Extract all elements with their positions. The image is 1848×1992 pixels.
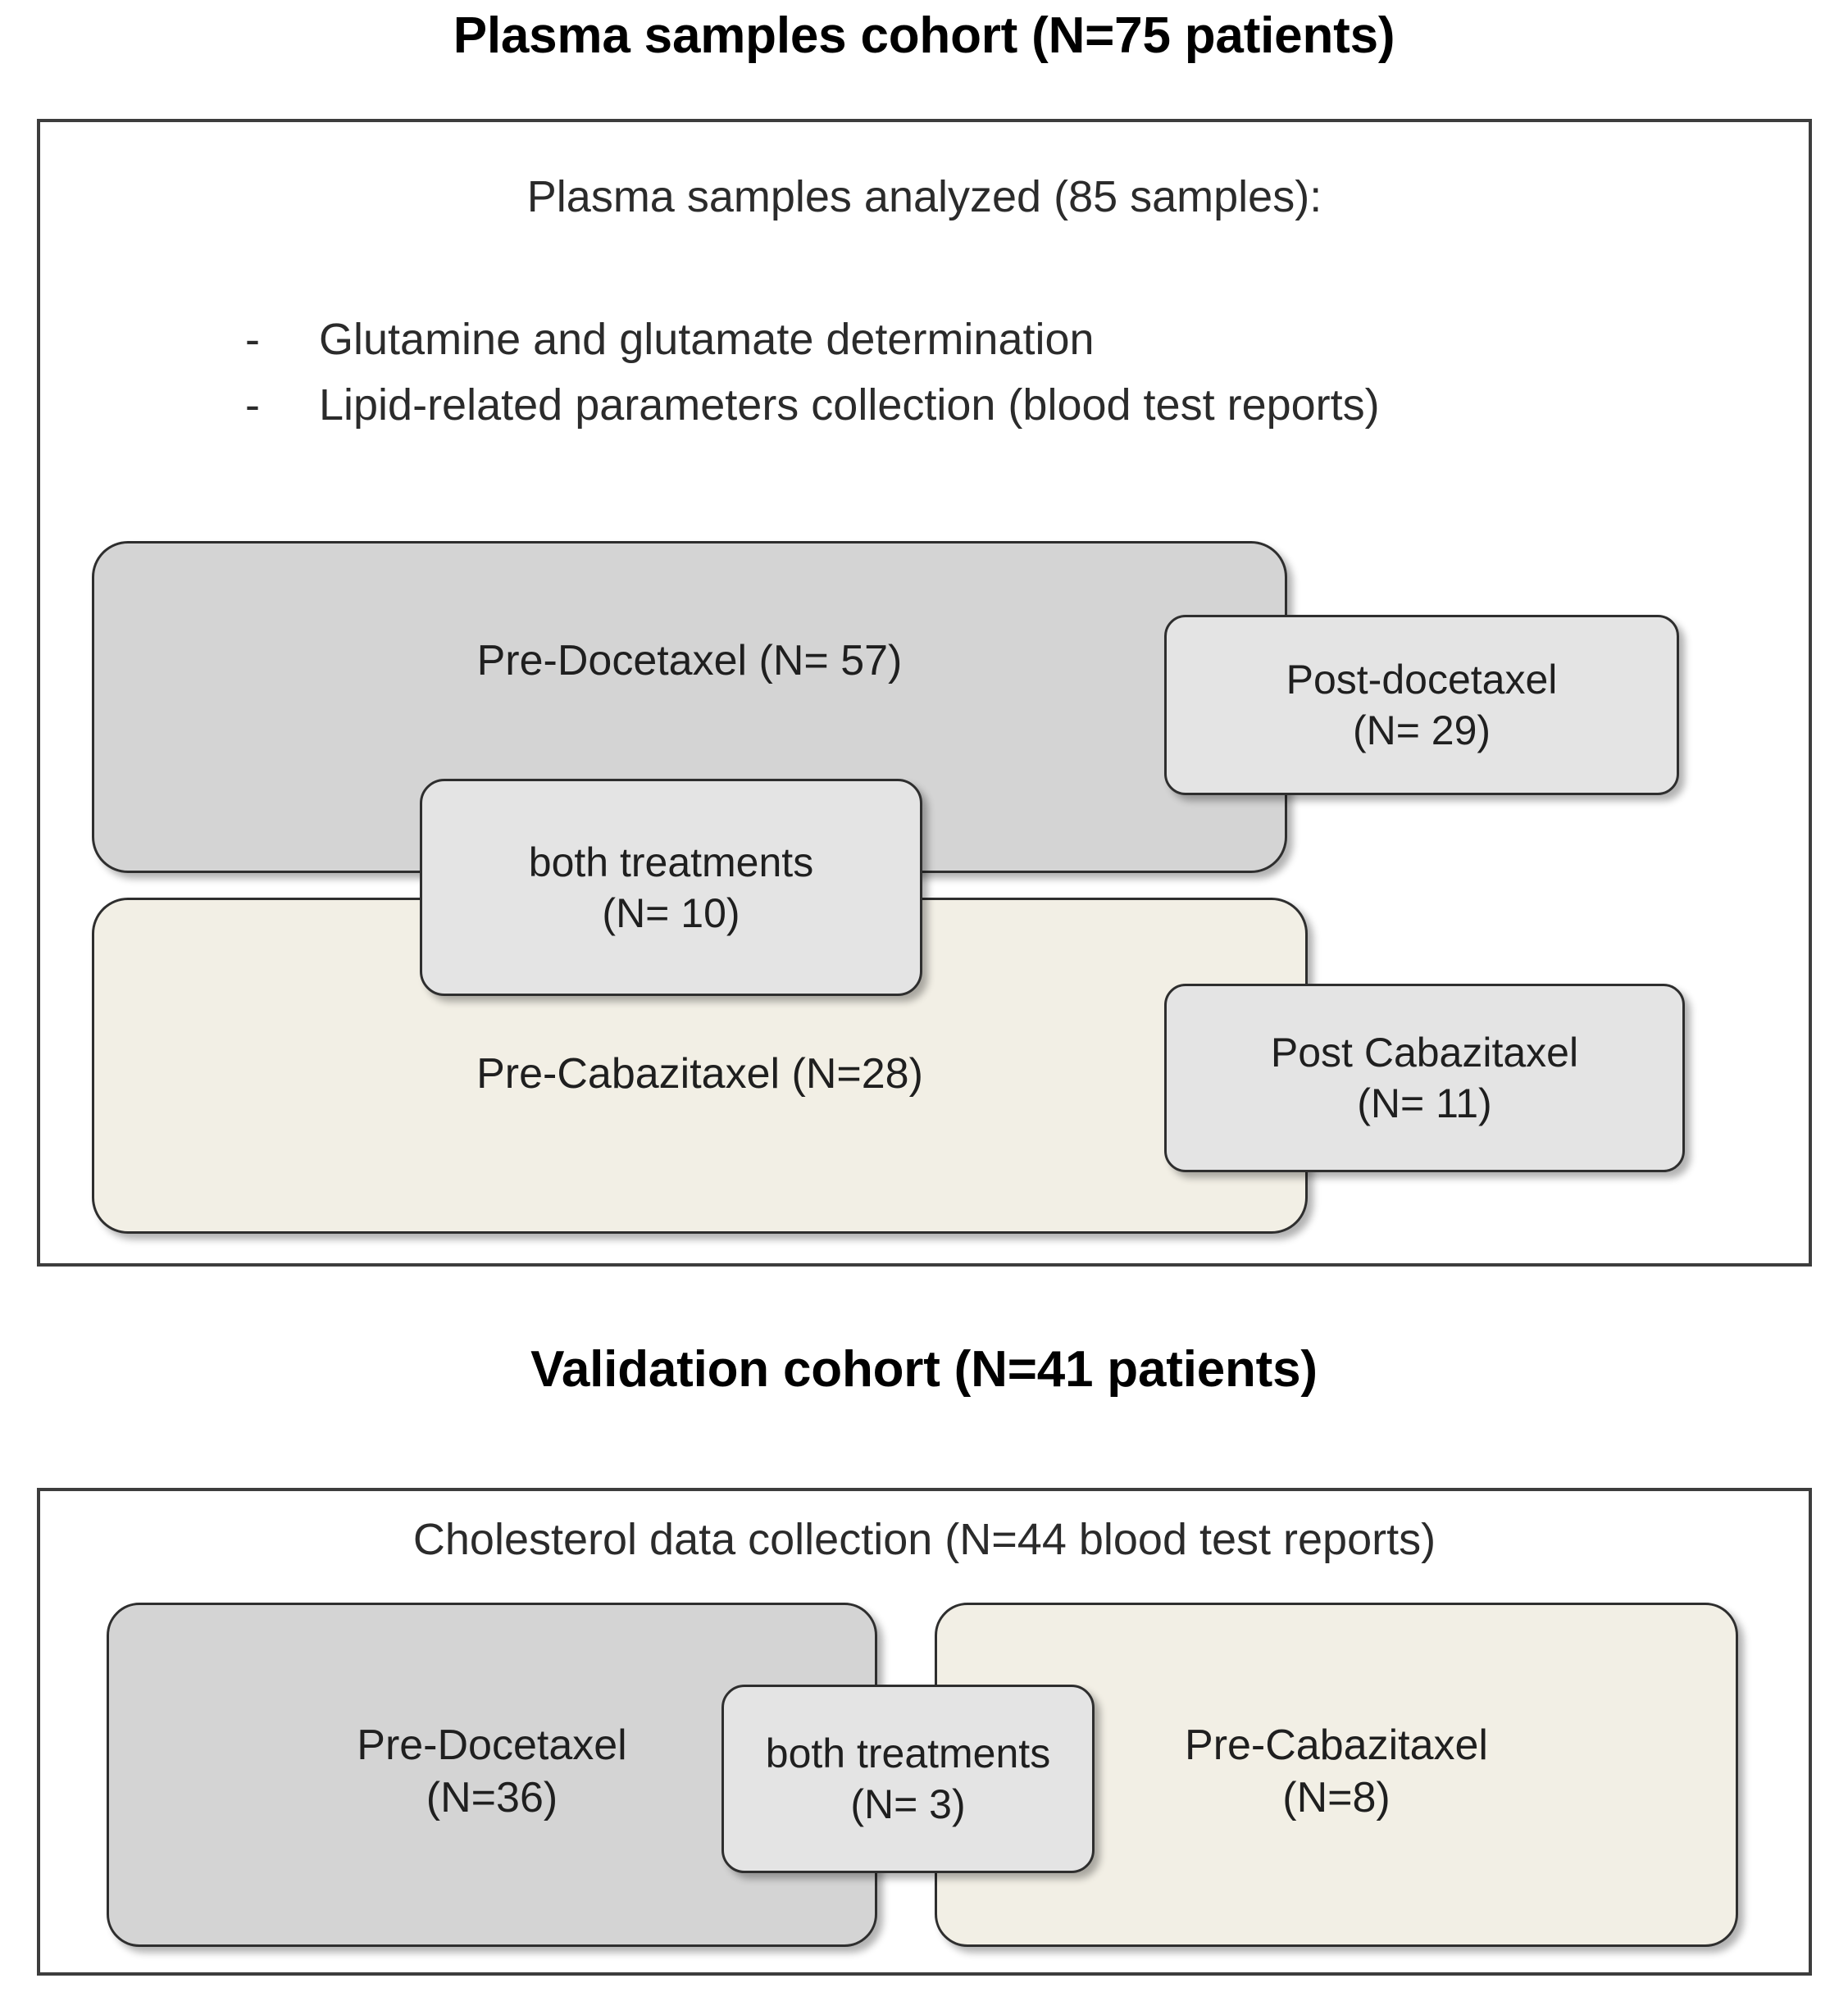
box-label: Pre-Docetaxel (N=36) [357, 1721, 627, 1821]
box-both-treatments-plasma: both treatments (N= 10) [420, 779, 922, 996]
box-label: Pre-Cabazitaxel (N=8) [1185, 1721, 1488, 1821]
box-post-cabazitaxel-plasma: Post Cabazitaxel (N= 11) [1164, 984, 1685, 1172]
plasma-cohort-title: Plasma samples cohort (N=75 patients) [453, 7, 1395, 64]
box-pre-docetaxel-plasma: Pre-Docetaxel (N= 57) [92, 541, 1287, 873]
box-both-treatments-validation: both treatments (N= 3) [721, 1685, 1095, 1873]
bullet-marker-icon: - [245, 315, 260, 364]
box-label: Post Cabazitaxel (N= 11) [1270, 1030, 1579, 1126]
cholesterol-data-collection-heading: Cholesterol data collection (N=44 blood … [412, 1515, 1436, 1564]
list-item: - Glutamine and glutamate determination [245, 311, 1721, 368]
box-post-docetaxel-plasma: Post-docetaxel (N= 29) [1164, 615, 1679, 795]
box-label: Pre-Cabazitaxel (N=28) [476, 1049, 923, 1098]
box-label: Pre-Docetaxel (N= 57) [476, 637, 903, 685]
box-label: both treatments (N= 10) [528, 839, 814, 936]
list-item: - Lipid-related parameters collection (b… [245, 376, 1721, 434]
box-label: Post-docetaxel (N= 29) [1286, 657, 1558, 753]
bullet-text: Glutamine and glutamate determination [319, 315, 1095, 364]
plasma-analysis-bullet-list: - Glutamine and glutamate determination … [245, 311, 1721, 442]
validation-cohort-title: Validation cohort (N=41 patients) [530, 1341, 1318, 1398]
plasma-samples-analyzed-heading: Plasma samples analyzed (85 samples): [526, 172, 1322, 221]
bullet-text: Lipid-related parameters collection (blo… [319, 380, 1380, 430]
bullet-marker-icon: - [245, 380, 260, 430]
box-label: both treatments (N= 3) [765, 1730, 1051, 1827]
